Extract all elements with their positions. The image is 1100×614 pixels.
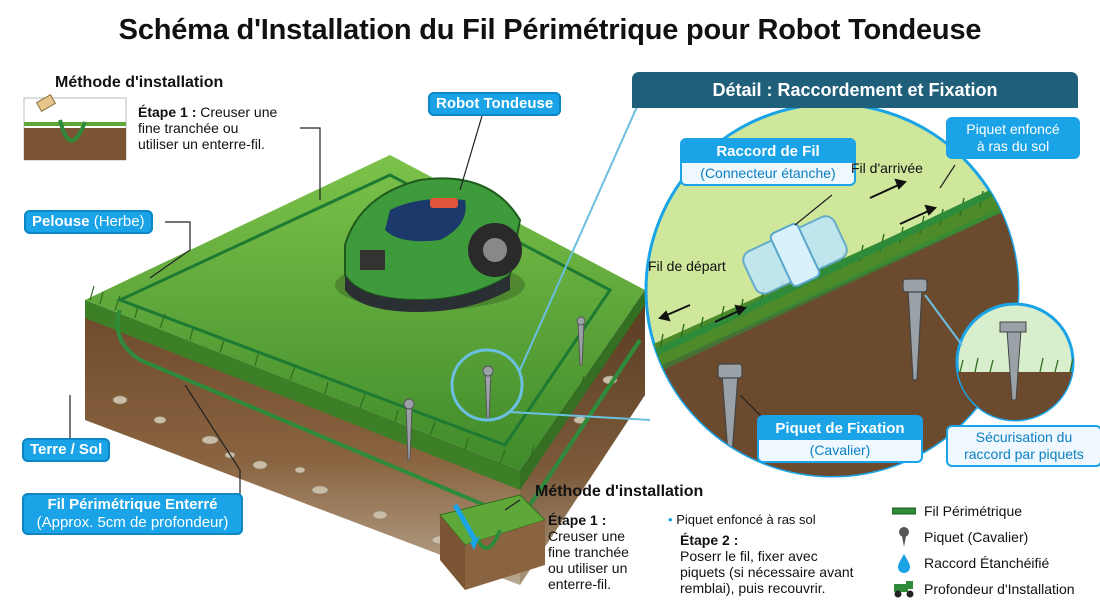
terre-label: Terre / Sol xyxy=(22,438,110,462)
method-top-heading: Méthode d'installation xyxy=(55,74,223,92)
fil-label-sub: (Approx. 5cm de profondeur) xyxy=(37,514,229,531)
step1-line-2: fine tranchée xyxy=(548,544,658,560)
legend: Fil Périmétrique Piquet (Cavalier) Racco… xyxy=(892,498,1097,602)
method-top-step-label: Étape 1 : xyxy=(138,104,196,120)
trench-illustration xyxy=(440,495,545,590)
tractor-icon xyxy=(892,580,916,598)
piquet-enfonce-label: Piquet enfoncé à ras du sol xyxy=(946,117,1080,159)
method-bottom-step1: Étape 1 : Creuser une fine tranchée ou u… xyxy=(548,512,658,592)
robot-label: Robot Tondeuse xyxy=(428,92,561,116)
step1-line-3: ou utiliser un xyxy=(548,560,658,576)
securisation-line1: Sécurisation du xyxy=(976,429,1073,445)
method-top-step: Étape 1 : Creuser une fine tranchée ou u… xyxy=(138,104,308,152)
pelouse-label: Pelouse (Herbe) xyxy=(24,210,153,234)
piquet-fixation-label: Piquet de Fixation (Cavalier) xyxy=(757,415,923,463)
method-top-step-text-1: Creuser une xyxy=(200,104,277,120)
piquet-enfonce-line1: Piquet enfoncé xyxy=(966,121,1059,137)
stake-icon xyxy=(892,526,916,548)
step2-line-2: piquets (si nécessaire avant xyxy=(680,564,880,580)
legend-item-stake: Piquet (Cavalier) xyxy=(892,524,1097,550)
method-top-step-text-3: utiliser un enterre-fil. xyxy=(138,136,265,152)
fil-label-title: Fil Périmétrique Enterré xyxy=(47,496,217,513)
securisation-line2: raccord par piquets xyxy=(964,446,1084,462)
step2-line-3: remblai), puis recouvrir. xyxy=(680,580,880,596)
method-top-step-text-2: fine tranchée ou xyxy=(138,120,238,136)
piquet-fixation-sub: (Cavalier) xyxy=(810,442,871,458)
method-thumbnail xyxy=(24,95,126,160)
fil-label: Fil Périmétrique Enterré (Approx. 5cm de… xyxy=(22,493,243,535)
legend-item-tractor: Profondeur d'Installation xyxy=(892,576,1097,602)
step1-line-4: enterre-fil. xyxy=(548,576,658,592)
detail-header: Détail : Raccordement et Fixation xyxy=(632,72,1078,108)
legend-item-drop: Raccord Étanchéifié xyxy=(892,550,1097,576)
drop-icon xyxy=(892,553,916,573)
fil-depart-label: Fil de départ xyxy=(648,258,726,274)
step1-line-1: Creuser une xyxy=(548,528,658,544)
wire-icon xyxy=(892,506,916,516)
raccord-title: Raccord de Fil xyxy=(682,140,854,163)
piquet-fixation-title: Piquet de Fixation xyxy=(759,417,921,440)
securisation-label: Sécurisation du raccord par piquets xyxy=(946,425,1100,467)
pelouse-label-text: Pelouse xyxy=(32,213,90,230)
step2-label: Étape 2 : xyxy=(680,532,880,548)
raccord-sub: (Connecteur étanche) xyxy=(700,165,835,181)
fil-arrivee-label: Fil d'arrivée xyxy=(851,160,923,176)
piquet-enfonce-line2: à ras du sol xyxy=(977,138,1049,154)
method-bottom-step2: Étape 2 : Poserr le fil, fixer avec piqu… xyxy=(680,532,880,596)
step2-line-1: Poserr le fil, fixer avec xyxy=(680,548,880,564)
pelouse-label-sub: (Herbe) xyxy=(94,213,145,230)
legend-item-wire: Fil Périmétrique xyxy=(892,498,1097,524)
step1-label: Étape 1 : xyxy=(548,512,658,528)
method-bottom-note: • Piquet enfoncé à ras sol xyxy=(668,512,816,527)
method-bottom-heading: Méthode d'installation xyxy=(535,483,703,501)
raccord-label: Raccord de Fil (Connecteur étanche) xyxy=(680,138,856,186)
